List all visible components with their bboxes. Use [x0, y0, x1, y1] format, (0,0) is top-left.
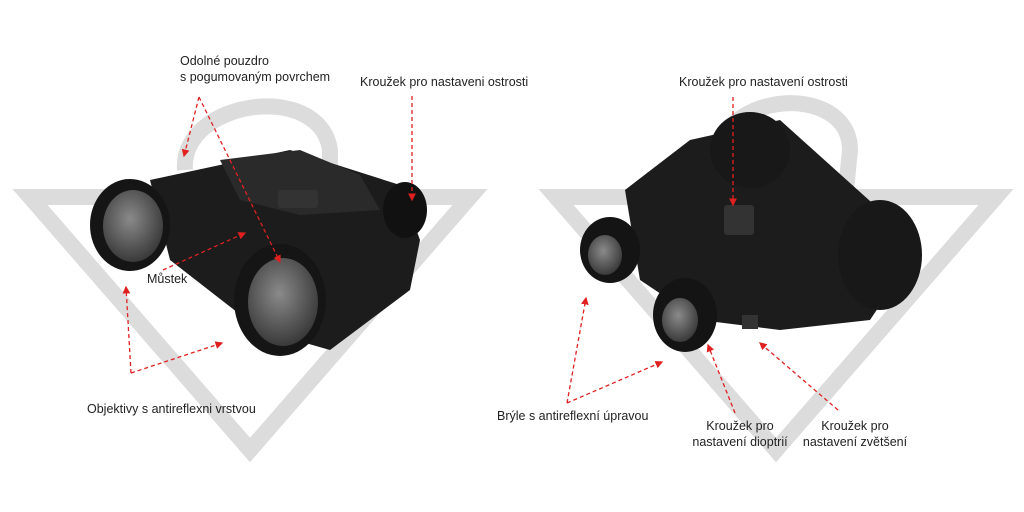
binoculars-rear-view — [580, 112, 922, 352]
objectives-label: Objektivy s antireflexni vrstvou — [87, 402, 256, 416]
eyepieces-label: Brýle s antireflexní úpravou — [497, 409, 649, 423]
focus-label-right: Kroužek pro nastavení ostrosti — [679, 75, 848, 89]
bridge-label: Můstek — [147, 272, 188, 286]
focus-label-left: Kroužek pro nastaveni ostrosti — [360, 75, 529, 89]
diopter-label-line2: nastavení dioptrií — [692, 435, 788, 449]
diopter-label: Kroužek pro nastavení dioptrií — [690, 418, 790, 450]
zoom-label-line2: nastavení zvětšení — [802, 435, 908, 449]
case-label-line1: Odolné pouzdro — [180, 54, 269, 68]
case-label-line2: s pogumovaným povrchem — [180, 70, 331, 84]
callout-arrows — [122, 96, 839, 414]
zoom-label: Kroužek pro nastavení zvětšení — [800, 418, 910, 450]
zoom-label-line1: Kroužek pro — [821, 419, 889, 433]
diopter-label-line1: Kroužek pro — [706, 419, 774, 433]
binoculars-front-view — [90, 150, 427, 356]
case-label: Odolné pouzdro s pogumovaným povrchem — [180, 53, 330, 85]
